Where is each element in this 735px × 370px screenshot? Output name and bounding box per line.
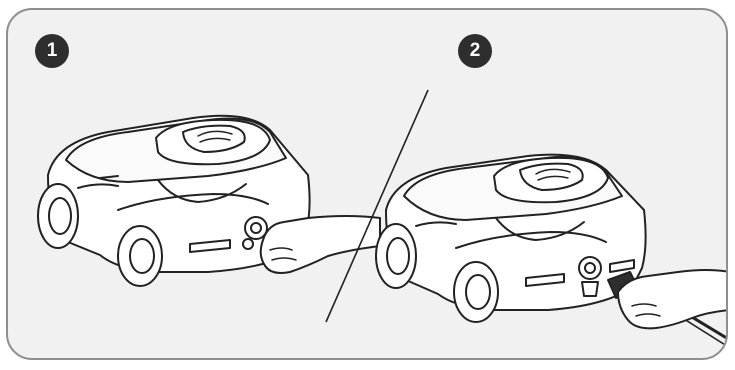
instruction-panel: 1 2	[6, 8, 728, 360]
step-number: 2	[470, 40, 481, 62]
robot-cleaner-step-1	[38, 116, 380, 286]
step-number-badge: 2	[458, 34, 492, 68]
robot-cleaner-step-2	[376, 155, 728, 348]
step-number: 1	[47, 40, 58, 62]
illustration-scene	[8, 10, 728, 360]
step-number-badge: 1	[35, 34, 69, 68]
